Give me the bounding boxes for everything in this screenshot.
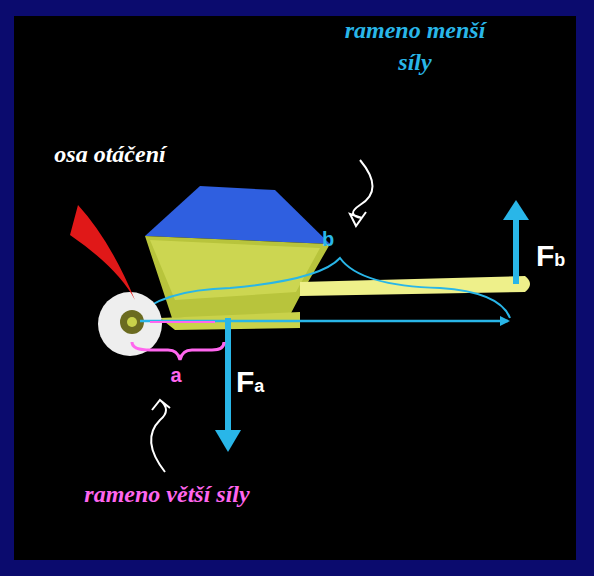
wheel bbox=[98, 292, 162, 356]
force-label-box: Fb bbox=[536, 236, 576, 277]
arm-label-box: rameno větší síly bbox=[82, 478, 252, 510]
arm-label-box: rameno menší síly bbox=[330, 14, 500, 79]
force-b-arrow bbox=[503, 200, 529, 220]
arm-letter-box: b bbox=[318, 226, 338, 253]
arm-letter: a bbox=[170, 364, 181, 386]
lever-axis-arrow bbox=[140, 320, 508, 323]
arm-a-bracket bbox=[132, 342, 224, 360]
force-label: Fb bbox=[536, 236, 565, 277]
force-a-arrow bbox=[215, 430, 241, 452]
axis-label: osa otáčení bbox=[54, 141, 165, 167]
callout-arrow bbox=[350, 160, 373, 226]
arm-letter-box: a bbox=[166, 362, 186, 389]
arm-letter: b bbox=[322, 228, 334, 250]
arm-label: rameno větší síly bbox=[84, 481, 249, 507]
load bbox=[145, 186, 330, 244]
axis-pointer bbox=[70, 205, 135, 300]
axis-label-box: osa otáčení bbox=[40, 138, 180, 170]
force-label-box: Fa bbox=[236, 362, 276, 403]
force-label: Fa bbox=[236, 362, 264, 403]
arm-b-line bbox=[135, 258, 510, 318]
arm-label: rameno menší síly bbox=[345, 17, 486, 75]
callout-arrow bbox=[151, 400, 170, 472]
